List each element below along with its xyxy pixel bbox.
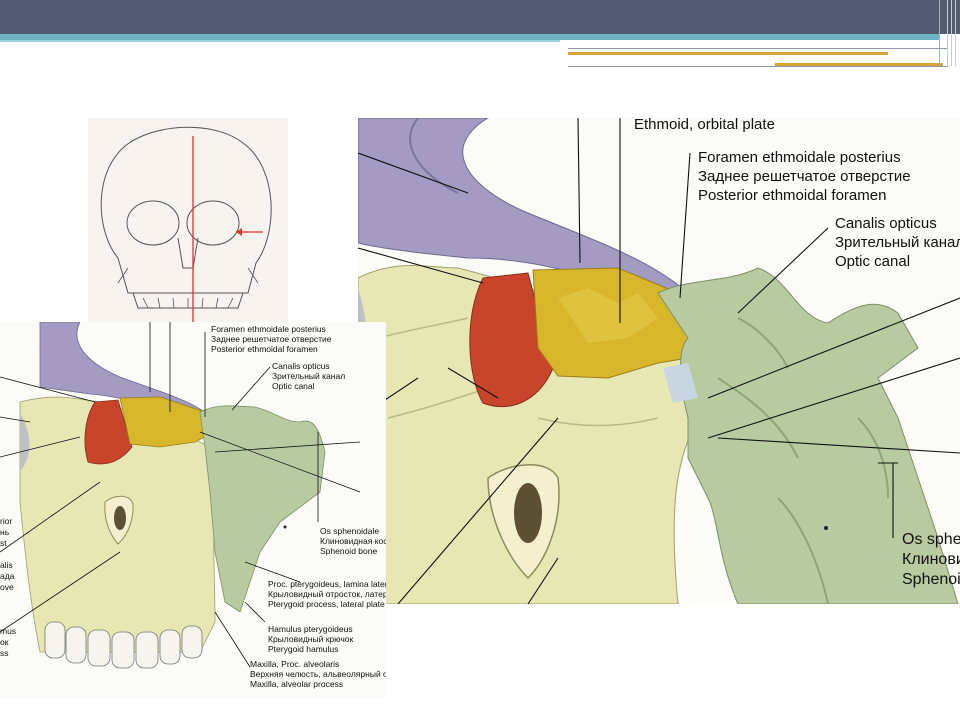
small-label-edge-2: нь — [0, 527, 10, 537]
slide-header-bar — [0, 0, 960, 34]
small-label-edge-6: ove — [0, 582, 14, 592]
orbit-medial-wall-small: Foramen ethmoidale posterius Заднее реше… — [0, 322, 386, 698]
small-label-hamulus-latin: Hamulus pterygoideus — [268, 624, 353, 634]
skull-orientation-sketch — [88, 118, 288, 326]
label-sphenoid-english: Sphenoid bone — [902, 571, 960, 588]
small-label-edge-7: mus — [0, 626, 16, 636]
small-label-optic-english: Optic canal — [272, 381, 315, 391]
small-label-edge-9: ss — [0, 648, 9, 658]
label-optic-latin: Canalis opticus — [835, 215, 937, 232]
small-label-sphenoid-latin: Os sphenoidale — [320, 526, 379, 536]
small-label-foramen-english: Posterior ethmoidal foramen — [211, 344, 318, 354]
small-label-pterygoid-russian: Крыловидный отросток, латеральная пласти… — [268, 589, 386, 599]
orbit-medial-wall-large: Ethmoid, orbital plate Foramen ethmoidal… — [358, 118, 960, 604]
small-label-sphenoid-russian: Клиновидная кость — [320, 536, 386, 546]
small-label-maxilla-latin: Maxilla, Proc. alveolaris — [250, 659, 339, 669]
small-label-foramen-latin: Foramen ethmoidale posterius — [211, 324, 326, 334]
header-gold-line — [568, 52, 888, 55]
small-label-optic-russian: Зрительный канал — [272, 371, 345, 381]
label-optic-english: Optic canal — [835, 253, 910, 270]
small-label-pterygoid-latin: Proc. pterygoideus, lamina lateralis — [268, 579, 386, 589]
small-label-edge-4: alis — [0, 560, 13, 570]
small-label-foramen-russian: Заднее решетчатое отверстие — [211, 334, 332, 344]
small-label-edge-5: ада — [0, 571, 15, 581]
small-label-optic-latin: Canalis opticus — [272, 361, 330, 371]
label-foramen-russian: Заднее решетчатое отверстие — [698, 168, 911, 185]
header-divider-line-lower — [568, 66, 948, 67]
header-gold-line-short — [775, 63, 943, 66]
label-sphenoid-russian: Клиновидная кость — [902, 551, 960, 568]
small-label-maxilla-english: Maxilla, alveolar process — [250, 679, 343, 689]
header-accent-strip — [0, 34, 940, 40]
header-corner-bars — [932, 0, 960, 66]
header-divider-line — [568, 48, 948, 49]
small-label-edge-8: ок — [0, 637, 9, 647]
label-ethmoid-orbital-plate: Ethmoid, orbital plate — [634, 118, 775, 133]
label-sphenoid-latin: Os sphenoidale — [902, 531, 960, 548]
header-accent-line — [0, 40, 560, 42]
small-label-edge-3: st — [0, 538, 7, 548]
small-label-hamulus-russian: Крыловидный крючок — [268, 634, 353, 644]
small-label-edge-1: rior — [0, 516, 12, 526]
label-optic-russian: Зрительный канал — [835, 234, 960, 251]
label-foramen-english: Posterior ethmoidal foramen — [698, 187, 886, 204]
small-label-maxilla-russian: Верхняя челюсть, альвеолярный отросток — [250, 669, 386, 679]
small-label-hamulus-english: Pterygoid hamulus — [268, 644, 338, 654]
small-label-sphenoid-english: Sphenoid bone — [320, 546, 377, 556]
small-label-pterygoid-english: Pterygoid process, lateral plate — [268, 599, 385, 609]
label-foramen-latin: Foramen ethmoidale posterius — [698, 149, 901, 166]
